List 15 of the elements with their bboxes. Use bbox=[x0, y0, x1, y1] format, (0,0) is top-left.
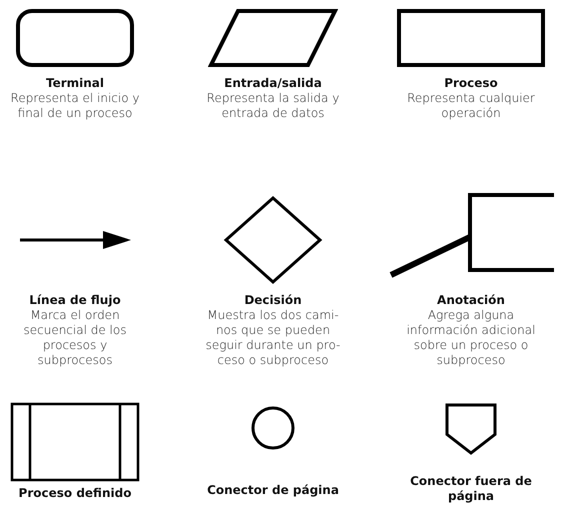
symbol-title: Proceso bbox=[444, 76, 498, 91]
symbol-description: Agrega alguna información adicional sobre un proceso o subproceso bbox=[406, 308, 536, 368]
symbol-title: Conector de página bbox=[207, 483, 339, 498]
symbol-description: Representa cualquier operación bbox=[406, 91, 536, 121]
symbol-title: Proceso definido bbox=[18, 486, 132, 501]
symbol-title: Línea de flujo bbox=[29, 293, 121, 308]
symbol-description: Muestra los dos cami-nos que se pueden seguir durante un pro-ceso o subproceso bbox=[204, 308, 342, 368]
symbol-title: Conector fuera de página bbox=[409, 474, 533, 504]
symbol-title: Decisión bbox=[244, 293, 302, 308]
symbol-title: Entrada/salida bbox=[224, 76, 322, 91]
symbol-description: Representa el inicio y final de un proceso bbox=[10, 91, 140, 121]
symbol-description: Representa la salida y entrada de datos bbox=[206, 91, 340, 121]
symbol-title: Anotación bbox=[437, 293, 505, 308]
symbol-title: Terminal bbox=[46, 76, 104, 91]
symbol-description: Marca el orden secuencial de los procesos y subprocesos bbox=[22, 308, 128, 368]
